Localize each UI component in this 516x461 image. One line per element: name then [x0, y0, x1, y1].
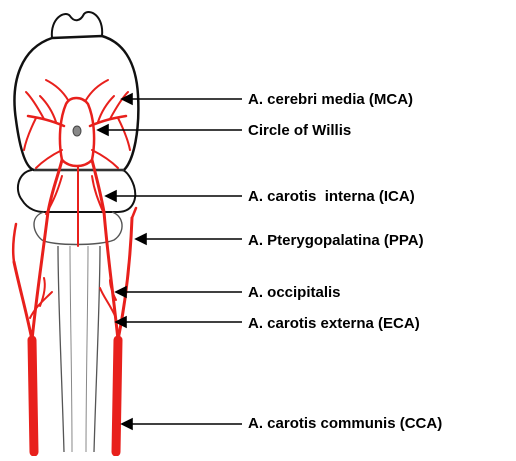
cca-left: [32, 340, 34, 452]
ica-right: [92, 160, 118, 340]
label-cca: A. carotis communis (CCA): [248, 415, 442, 433]
spinal-cord-mid-right: [86, 246, 88, 452]
pituitary-marker: [73, 126, 81, 136]
cca-right: [116, 340, 118, 452]
arrow-willis-head: [98, 125, 108, 135]
label-ppa: A. Pterygopalatina (PPA): [248, 232, 424, 250]
arrow-mca-head: [122, 94, 132, 104]
mca-left-b2: [24, 118, 36, 150]
ppa-left: [13, 224, 16, 262]
spinal-cord-left-edge: [58, 246, 64, 452]
spinal-cord-right-edge: [94, 246, 100, 452]
ppa-right: [132, 208, 136, 218]
arrow-occ-head: [116, 287, 126, 297]
mca-right-b2: [118, 118, 130, 150]
posterior-left: [36, 150, 62, 168]
olfactory-bulb-outline: [52, 12, 102, 38]
arrow-ppa-head: [136, 234, 146, 244]
ica-cross-left: [46, 176, 62, 214]
artery-network: [13, 80, 136, 452]
label-occipitalis: A. occipitalis: [248, 284, 341, 302]
label-circle-of-willis: Circle of Willis: [248, 122, 351, 140]
occ-left-b: [40, 278, 45, 306]
arrow-cca-head: [122, 419, 132, 429]
label-eca: A. carotis externa (ECA): [248, 315, 420, 333]
posterior-right: [92, 150, 118, 168]
eca-left: [14, 262, 32, 340]
spinal-cord-mid-left: [70, 246, 72, 452]
arrow-ica-head: [106, 191, 116, 201]
aca-left: [46, 80, 68, 100]
aca-right: [86, 80, 108, 100]
label-ica: A. carotis interna (ICA): [248, 188, 415, 206]
cerebellum-outline: [18, 170, 135, 212]
label-mca: A. cerebri media (MCA): [248, 91, 413, 109]
